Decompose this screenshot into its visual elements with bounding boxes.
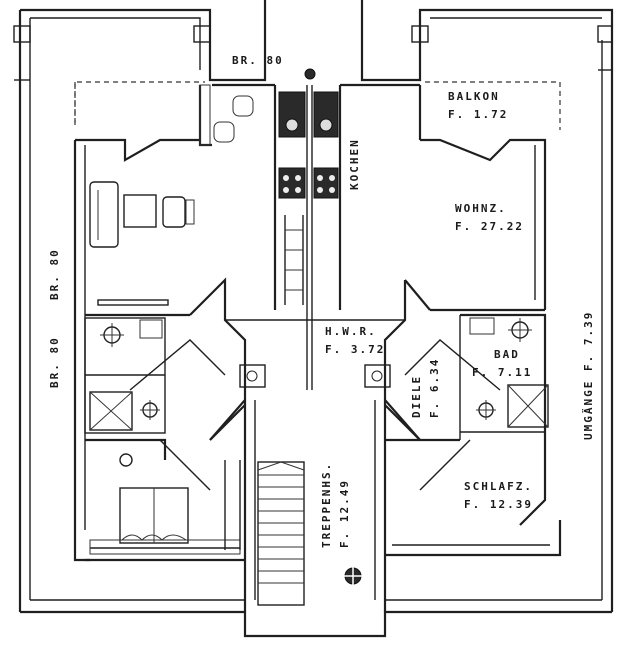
- hall-diamond: [129, 277, 501, 491]
- wohnz-area: F. 27.22: [455, 220, 524, 233]
- outer-walls: [13, 0, 614, 638]
- kitchen-stove-icon: [278, 68, 339, 199]
- schlafz-name: SCHLAFZ.: [464, 480, 533, 493]
- diele-area: F. 6.34: [428, 358, 441, 418]
- bad-name: BAD: [494, 348, 520, 361]
- diele-name: DIELE: [410, 375, 423, 418]
- treppenhs-area: F. 12.49: [338, 479, 351, 548]
- umgang-label: UMGÄNGE F. 7.39: [581, 311, 595, 440]
- interior-walls: [73, 83, 562, 612]
- bad-area: F. 7.11: [472, 366, 532, 379]
- wohnz-name: WOHNZ.: [455, 202, 507, 215]
- staircase-icon: [257, 461, 363, 606]
- balkon-area: F. 1.72: [448, 108, 508, 121]
- hwr-area: F. 3.72: [325, 343, 385, 356]
- roof-outline: [74, 81, 561, 130]
- br-top-label: BR. 80: [232, 54, 284, 67]
- br-left-upper-label: BR. 80: [48, 248, 61, 300]
- balkon-name: BALKON: [448, 90, 500, 103]
- room-labels: BR. 80 BALKON F. 1.72 WOHNZ. F. 27.22 KO…: [48, 54, 595, 548]
- toilet-icon: [100, 95, 532, 467]
- sofa-icon: [89, 181, 195, 306]
- bed-icon: [89, 460, 241, 555]
- schlafz-area: F. 12.39: [464, 498, 533, 511]
- hwr-name: H.W.R.: [325, 325, 377, 338]
- treppenhs-name: TREPPENHS.: [320, 462, 333, 548]
- kochen-label: KOCHEN: [348, 138, 361, 190]
- utility-box-icon: [239, 364, 391, 388]
- br-left-lower-label: BR. 80: [48, 336, 61, 388]
- kitchen-shelf-icon: [284, 215, 304, 305]
- shower-icon: [89, 384, 549, 431]
